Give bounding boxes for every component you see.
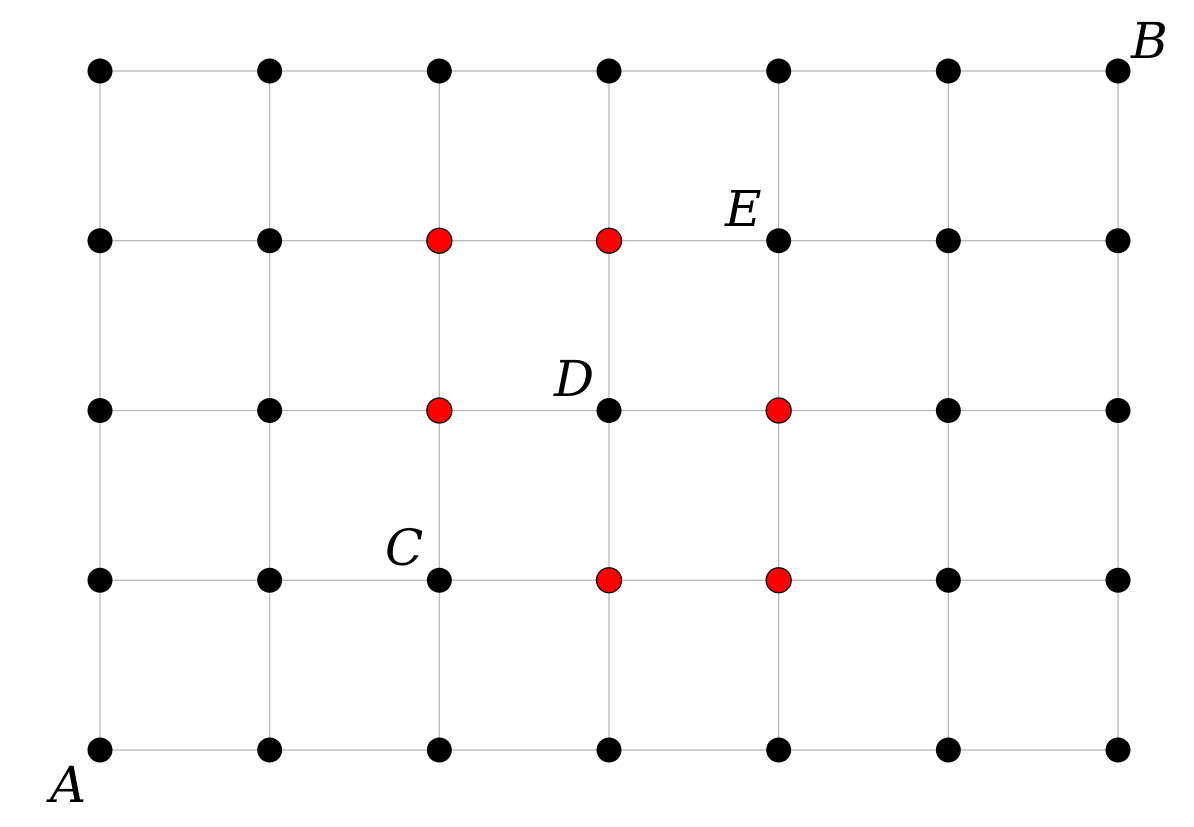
lattice-point [257, 58, 283, 84]
lattice-point [87, 567, 113, 593]
label-c: C [385, 519, 423, 577]
lattice-point [257, 737, 283, 763]
lattice-point [257, 228, 283, 254]
lattice-point [1105, 58, 1131, 84]
lattice-point [935, 737, 961, 763]
lattice-point [766, 228, 792, 254]
lattice-point [87, 58, 113, 84]
label-e: E [724, 180, 762, 238]
lattice-point [1105, 398, 1131, 423]
highlighted-lattice-point [595, 227, 623, 254]
lattice-point [1105, 737, 1131, 763]
lattice-point [935, 567, 961, 593]
point-labels: A B C D E [46, 12, 1168, 814]
label-d: D [553, 350, 594, 408]
lattice-point [426, 567, 452, 593]
lattice-point [87, 737, 113, 763]
grid-points [87, 58, 1131, 763]
highlighted-lattice-point [765, 567, 792, 594]
lattice-point [426, 737, 452, 763]
highlighted-lattice-point [595, 567, 623, 594]
highlighted-lattice-point [426, 227, 453, 254]
highlighted-lattice-point [426, 397, 453, 424]
lattice-point [935, 228, 961, 254]
lattice-point [596, 58, 622, 84]
lattice-point [935, 58, 961, 84]
lattice-point [257, 398, 283, 423]
lattice-point [766, 737, 792, 763]
lattice-point [935, 398, 961, 423]
lattice-point [766, 58, 792, 84]
lattice-point [596, 398, 622, 423]
label-b: B [1130, 12, 1168, 70]
lattice-point [1105, 228, 1131, 254]
lattice-point [426, 58, 452, 84]
lattice-point [87, 398, 113, 423]
lattice-point [257, 567, 283, 593]
lattice-point [1105, 567, 1131, 593]
lattice-point [87, 228, 113, 254]
lattice-point [596, 737, 622, 763]
label-a: A [46, 756, 86, 814]
highlighted-lattice-point [765, 397, 792, 424]
